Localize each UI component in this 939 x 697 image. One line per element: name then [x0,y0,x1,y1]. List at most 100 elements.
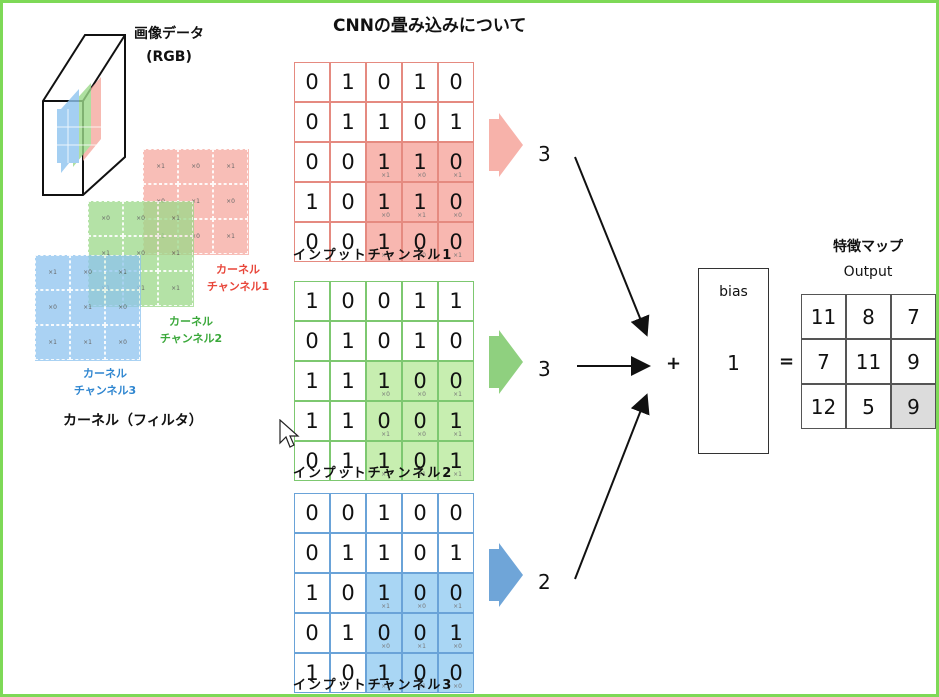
input-cell: 1 [402,62,438,102]
input-cell: 0 [294,493,330,533]
input-cell: 0×1 [366,401,402,441]
feature-map-title: 特徴マップ [833,239,903,255]
input-cell: 1 [294,573,330,613]
feature-map-cell: 8 [846,294,891,339]
input-cell: 0×0 [438,653,474,693]
bias-box: bias 1 [698,268,769,454]
input-cell: 1 [366,493,402,533]
input-cell: 1×1 [402,182,438,222]
input-cell: 1×1 [366,573,402,613]
input-cell: 0×1 [402,441,438,481]
plus-sign: + [666,353,682,374]
input-cell: 0 [438,62,474,102]
feature-map-cell: 12 [801,384,846,429]
kernel-weight-label: ×1 [381,252,390,259]
kernel-weight-label: ×0 [417,603,426,610]
feature-map-cell: 5 [846,384,891,429]
kernel-blue: ×1×0×1×0×1×0×1×1×0 [35,255,141,361]
feature-map-cell: 11 [801,294,846,339]
kernel-cell: ×1 [213,149,248,184]
input-cell: 0×0 [438,182,474,222]
kernel-weight-label: ×0 [381,643,390,650]
input-cell: 1×0 [402,142,438,182]
input-cell: 0×1 [402,613,438,653]
kernel-green-label: カーネルチャンネル2 [159,315,223,345]
channel-1-result: 3 [538,142,551,166]
input-cell: 1×1 [366,142,402,182]
input-cell: 0 [294,102,330,142]
input-cell: 1 [330,62,366,102]
input-cell: 0 [330,493,366,533]
input-cell: 0×1 [438,361,474,401]
input-cell: 0×0 [402,401,438,441]
page-title: CNNの畳み込みについて [333,16,527,36]
input-cell: 1 [330,441,366,481]
input-cell: 1 [402,321,438,361]
input-cell: 1×1 [438,441,474,481]
input-cell: 0 [294,321,330,361]
input-cell: 0 [330,182,366,222]
input-cell: 0×1 [438,222,474,262]
input-cell: 1 [294,401,330,441]
input-cell: 1 [294,281,330,321]
summation-arrows [574,156,651,580]
kernel-weight-label: ×1 [453,431,462,438]
kernel-weight-label: ×0 [453,212,462,219]
kernel-weight-label: ×0 [453,683,462,690]
kernel-weight-label: ×1 [453,471,462,478]
input-cell: 1 [330,533,366,573]
input-cell: 1 [438,102,474,142]
feature-map-subtitle: Output [843,264,893,280]
feature-map-cell: 7 [801,339,846,384]
kernel-blue-label: カーネルチャンネル3 [73,367,137,397]
input-cell: 1×0 [366,182,402,222]
kernel-weight-label: ×0 [381,212,390,219]
kernel-weight-label: ×1 [453,391,462,398]
input-cell: 0 [294,142,330,182]
input-cell: 1×1 [438,401,474,441]
input-cell: 1×0 [438,613,474,653]
input-cell: 0×0 [402,222,438,262]
input-cell: 1 [402,281,438,321]
input-cell: 0 [366,62,402,102]
input-cell: 0 [402,533,438,573]
input-channel-2-label: インプットチャンネル2 [293,466,454,481]
input-channel-3-label: インプットチャンネル3 [293,678,454,693]
kernel-cell: ×0 [70,255,105,290]
input-cell: 1 [366,102,402,142]
kernel-cell: ×0 [105,325,140,360]
feature-map-cell: 9 [891,339,936,384]
input-cell: 1 [366,533,402,573]
kernel-cell: ×0 [88,201,123,236]
kernel-cell: ×0 [105,290,140,325]
kernel-red-label: カーネルチャンネル1 [206,263,270,293]
input-cell: 1 [438,533,474,573]
input-cell: 1 [294,653,330,693]
kernel-cell: ×1 [35,325,70,360]
kernel-weight-label: ×0 [417,172,426,179]
kernel-weight-label: ×0 [417,391,426,398]
kernel-weight-label: ×1 [381,683,390,690]
input-cell: 1 [294,361,330,401]
image-data-label: 画像データ [134,26,204,42]
input-cell: 0×0 [402,573,438,613]
kernel-cell: ×1 [158,201,193,236]
kernel-cell: ×1 [158,271,193,306]
kernel-cell: ×1 [70,325,105,360]
kernel-weight-label: ×1 [417,471,426,478]
input-cell: 1 [330,361,366,401]
bias-label: bias [719,284,748,300]
input-channel-1-label: インプットチャンネル1 [293,248,454,263]
kernel-weight-label: ×1 [381,172,390,179]
input-cell: 0×1 [402,653,438,693]
input-cell: 1×1 [366,653,402,693]
kernel-cell: ×0 [35,290,70,325]
input-cell: 0 [366,281,402,321]
kernel-cell: ×1 [35,255,70,290]
input-cell: 1 [330,401,366,441]
kernel-weight-label: ×1 [381,431,390,438]
